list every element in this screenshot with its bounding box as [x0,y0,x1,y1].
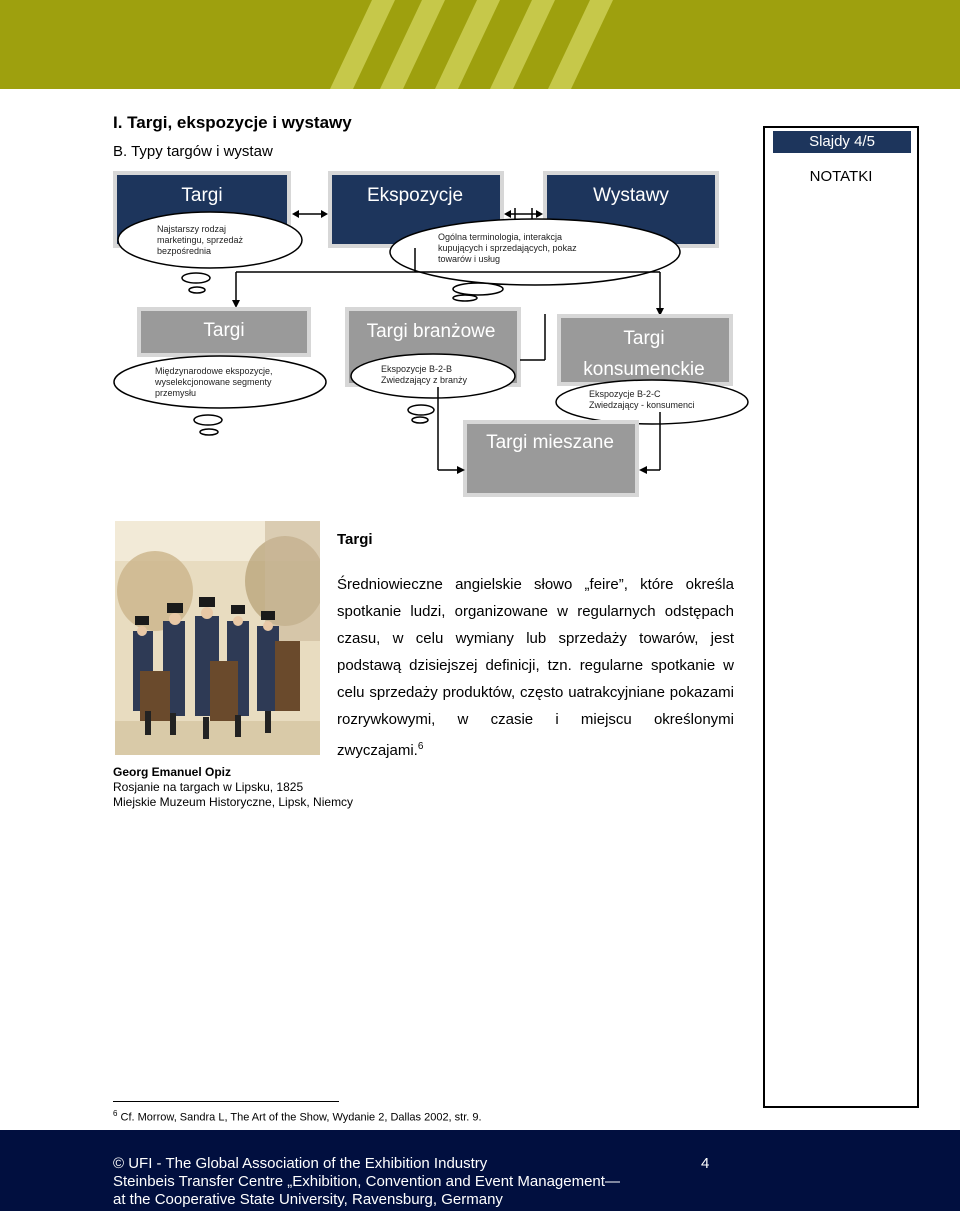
cloud-miedzynarodowe-line-1: Międzynarodowe ekspozycje, [155,366,273,376]
body-paragraph: Średniowieczne angielskie słowo „feire”,… [337,576,734,759]
cloud-ekspozycje-line-1: Ogólna terminologia, interakcja [438,232,562,242]
body-text: Średniowieczne angielskie słowo „feire”,… [337,571,734,764]
caption-museum: Miejskie Muzeum Historyczne, Lipsk, Niem… [113,795,354,809]
page-number: 4 [701,1155,710,1172]
body-heading: Targi [337,531,373,548]
cloud-ekspozycje-line-2: kupujących i sprzedających, pokaz [438,243,577,253]
section-title: I. Targi, ekspozycje i wystawy [113,113,352,132]
cloud-ekspozycje [389,218,681,302]
caption-title: Rosjanie na targach w Lipsku, 1825 [113,780,304,794]
notes-label: NOTATKI [809,168,873,185]
footnote-ref[interactable]: 6 [417,741,424,752]
footer-band: © UFI - The Global Association of the Ex… [0,1130,960,1211]
lithograph-image [115,521,320,755]
header-stripes [330,0,613,89]
cloud-miedzynarodowe [113,355,327,436]
box-branzowe-label: Targi branżowe [367,321,496,342]
subsection-title: B. Typy targów i wystaw [113,143,273,160]
box-mieszane [467,424,635,493]
cloud-targi-line-3: bezpośrednia [157,246,211,256]
footnote-number: 6 [113,1109,118,1118]
cloud-b2b [350,353,516,424]
footnote: 6 Cf. Morrow, Sandra L, The Art of the S… [113,1109,482,1124]
cloud-b2c-line-2: Zwiedzający - konsumenci [589,400,695,410]
caption-author: Georg Emanuel Opiz [113,765,232,779]
box-targi-mid-label: Targi [203,320,244,341]
box-wystawy-label: Wystawy [593,185,669,206]
box-konsumenckie [561,318,729,382]
footer-copyright: © UFI - The Global Association of the Ex… [113,1155,488,1172]
slides-badge: Slajdy 4/5 [773,131,911,153]
cloud-b2c-line-1: Ekspozycje B-2-C [589,389,661,399]
footnote-rule [113,1101,339,1102]
footer-centre: Steinbeis Transfer Centre „Exhibition, C… [113,1173,620,1190]
fair-types-diagram: Targi Ekspozycje Wystawy Najstarszy rodz… [113,171,749,497]
box-targi-top-label: Targi [181,185,222,206]
footer-university: at the Cooperative State University, Rav… [113,1191,503,1208]
box-konsumenckie-label-1: Targi [623,328,664,349]
box-mieszane-label: Targi mieszane [486,432,614,453]
cloud-targi [117,211,303,294]
cloud-b2b-line-2: Zwiedzający z branży [381,375,468,385]
cloud-targi-line-2: marketingu, sprzedaż [157,235,244,245]
cloud-targi-line-1: Najstarszy rodzaj [157,224,226,234]
notes-panel [763,126,919,1108]
header-band [0,0,960,89]
cloud-b2b-line-1: Ekspozycje B-2-B [381,364,452,374]
cloud-miedzynarodowe-line-3: przemysłu [155,388,196,398]
footnote-text: Cf. Morrow, Sandra L, The Art of the Sho… [120,1111,482,1124]
box-ekspozycje-label: Ekspozycje [367,185,463,206]
cloud-miedzynarodowe-line-2: wyselekcjonowane segmenty [154,377,272,387]
cloud-ekspozycje-line-3: towarów i usług [438,254,500,264]
box-konsumenckie-label-2: konsumenckie [583,359,704,380]
box-targi-mid [141,311,307,353]
